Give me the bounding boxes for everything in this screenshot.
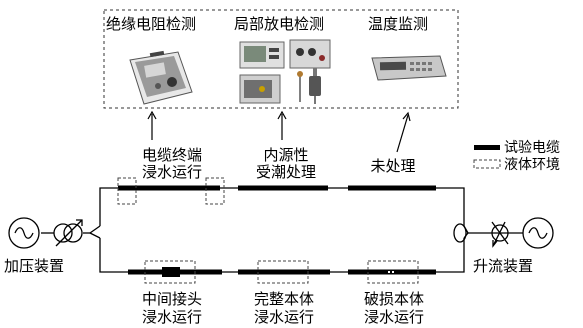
insulation-tester-image <box>129 50 193 105</box>
internal-source-label-line2: 受潮处理 <box>255 163 317 181</box>
legend-test-cable-label: 试验电缆 <box>504 140 560 156</box>
voltage-device-label: 加压装置 <box>4 257 65 275</box>
equipment-box <box>103 9 459 109</box>
insulation-resistance-label: 绝缘电阻检测 <box>106 15 197 33</box>
partial-discharge-label: 局部放电检测 <box>234 15 325 33</box>
legend-liquid-env-swatch <box>473 159 501 169</box>
temperature-monitor-label: 温度监测 <box>368 15 429 33</box>
measurement-arrows <box>147 110 411 153</box>
current-device-label: 升流装置 <box>473 257 534 275</box>
joint-section-label-line2: 浸水运行 <box>141 308 203 326</box>
intact-section-label-line2: 浸水运行 <box>253 308 315 326</box>
cable-joint <box>162 267 180 277</box>
voltage-source-symbol <box>8 217 40 249</box>
terminal-section-label-line2: 浸水运行 <box>141 163 203 181</box>
damaged-section-label-line2: 浸水运行 <box>363 308 425 326</box>
damaged-section-label-line1: 破损本体 <box>363 290 425 308</box>
partial-discharge-equipment-image <box>239 39 331 104</box>
internal-source-label-line1: 内源性 <box>263 146 309 164</box>
terminal-section-label-line1: 电缆终端 <box>141 146 203 164</box>
variable-transformer-symbol <box>53 219 83 247</box>
joint-section-label-line1: 中间接头 <box>141 290 203 308</box>
intact-section-label-line1: 完整本体 <box>253 290 315 308</box>
current-source-symbol <box>522 217 554 249</box>
liquid-environment-boxes <box>117 177 419 284</box>
current-transformer-symbol <box>453 221 509 248</box>
legend-liquid-env-label: 液体环境 <box>504 157 560 173</box>
circuit-wiring <box>41 187 523 273</box>
temperature-monitor-image <box>371 55 447 81</box>
test-cable-segments <box>118 185 436 275</box>
legend-test-cable-swatch <box>474 145 500 150</box>
damage-marks <box>388 271 394 273</box>
untreated-section-label: 未处理 <box>370 157 416 175</box>
